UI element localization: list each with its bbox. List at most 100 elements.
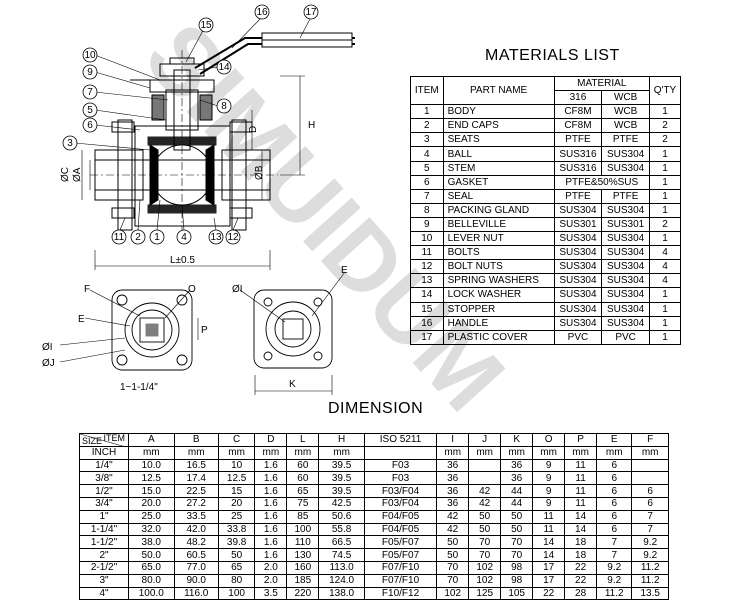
dimension-size: 1/4" (79, 458, 129, 473)
material-316: SUS301 (553, 216, 603, 233)
dim-label-I-large: ØI (232, 284, 243, 295)
dimension-value: 11.2 (596, 586, 633, 600)
material-item-number: 9 (410, 216, 444, 233)
callout-7: 7 (87, 87, 93, 98)
material-316: PTFE&50%SUS (553, 174, 650, 190)
dimension-value: 55.8 (318, 522, 365, 537)
material-part-name: BODY (442, 104, 555, 120)
dimension-value: 28 (564, 586, 598, 600)
dimension-value: 36 (500, 471, 534, 486)
dimension-unit: mm (564, 445, 598, 460)
material-item-number: 15 (410, 301, 444, 317)
dimension-value: 160 (286, 560, 320, 575)
dimension-value: 50 (468, 509, 502, 524)
material-316: SUS316 (553, 146, 603, 162)
dimension-value: 17 (532, 560, 566, 575)
dim-label-H: H (308, 120, 315, 131)
dimension-column-header: F (631, 433, 669, 447)
callout-9: 9 (87, 67, 93, 78)
material-qty: 4 (648, 259, 682, 275)
material-item-number: 12 (410, 259, 444, 275)
dimension-size: 2-1/2" (79, 560, 129, 575)
dimension-value: 17 (532, 573, 566, 588)
material-316: PTFE (553, 132, 603, 148)
dimension-value: 32.0 (128, 522, 175, 537)
dimension-value (631, 471, 669, 486)
dimension-value: 10 (217, 458, 256, 473)
material-wcb: SUS304 (601, 146, 650, 162)
dimension-value: 1.6 (254, 471, 288, 486)
dimension-unit: mm (254, 445, 288, 460)
dimension-value: 6 (596, 522, 633, 537)
material-part-name: BALL (442, 146, 555, 162)
callout-11: 11 (114, 232, 125, 243)
dimension-column-header: H (318, 433, 365, 447)
dimension-column-header: J (468, 433, 502, 447)
dimension-value: 220 (286, 586, 320, 600)
dimension-value: 36 (436, 471, 470, 486)
mount-small-labels: F E O P ØI ØJ 1~1-1/4" (42, 284, 208, 393)
dimension-column-header: I (436, 433, 470, 447)
material-part-name: LEVER NUT (442, 231, 555, 247)
dimension-value: 42.0 (173, 522, 219, 537)
dimension-value: 102 (468, 573, 502, 588)
dimension-unit: mm (532, 445, 566, 460)
dimension-value: 16.5 (173, 458, 219, 473)
dimension-value: 102 (468, 560, 502, 575)
material-wcb: SUS304 (601, 301, 650, 317)
dimension-value: 7 (596, 548, 633, 562)
dimension-value: 11 (564, 484, 598, 498)
dimension-value: 22 (564, 573, 598, 588)
mount-large-labels: K ØI E (232, 265, 348, 390)
valve-section-view (74, 16, 355, 270)
dimension-value: 48.2 (173, 535, 219, 550)
dimension-value: 7 (596, 535, 633, 550)
dimension-column-header: A (128, 433, 175, 447)
dimension-value: 3.5 (254, 586, 288, 600)
dimension-unit: mm (217, 445, 256, 460)
callout-3: 3 (67, 138, 73, 149)
dimension-value: 90.0 (173, 573, 219, 588)
dimension-value: 11 (532, 522, 566, 537)
material-qty: 1 (648, 104, 682, 120)
dimension-unit: mm (318, 445, 365, 460)
dimension-value: 110 (286, 535, 320, 550)
callout-13: 13 (210, 232, 222, 243)
callout-4: 4 (181, 232, 187, 243)
dim-label-L: L±0.5 (170, 255, 195, 266)
dimension-column-header: ISO 5211 (363, 433, 438, 447)
dimension-value: 100 (217, 586, 256, 600)
dimension-value: 74.5 (318, 548, 365, 562)
dimension-unit: mm (436, 445, 470, 460)
dimension-size: 3/4" (79, 496, 129, 511)
dimension-value: 125 (468, 586, 502, 600)
material-wcb: WCB (601, 118, 650, 134)
corner-item-label: ITEM (103, 433, 126, 443)
dimension-value: 2.0 (254, 573, 288, 588)
callouts (62, 4, 319, 245)
material-qty: 1 (648, 188, 682, 204)
dimension-value: 39.5 (318, 458, 365, 473)
dimension-value: F07/F10 (363, 573, 438, 588)
material-part-name: STOPPER (442, 301, 555, 317)
dimension-value: F03/F04 (363, 484, 438, 498)
material-qty: 4 (648, 273, 682, 289)
dimension-value: 1.6 (254, 484, 288, 498)
dimension-value: 98 (500, 573, 534, 588)
dim-label-P: P (201, 325, 208, 336)
dimension-value: 70 (500, 535, 534, 550)
dimension-value: 60.5 (173, 548, 219, 562)
dimension-value: 50 (500, 509, 534, 524)
dimension-value: 66.5 (318, 535, 365, 550)
dimension-unit: mm (596, 445, 633, 460)
